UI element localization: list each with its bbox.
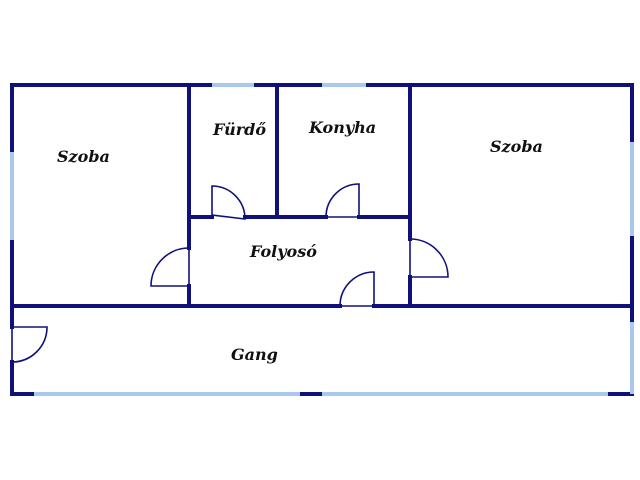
doors — [11, 183, 449, 363]
label-folyoso: Folyosó — [249, 242, 317, 261]
label-gang: Gang — [231, 345, 278, 364]
door-folyoso-gang[interactable] — [339, 271, 375, 307]
door-folyoso-left[interactable] — [150, 247, 190, 287]
door-szoba-right[interactable] — [409, 238, 449, 278]
room-labels: Szoba Fürdő Konyha Szoba Folyosó Gang — [57, 118, 543, 364]
windows — [10, 83, 634, 396]
door-gang-entry[interactable] — [11, 326, 48, 363]
label-konyha: Konyha — [308, 118, 376, 137]
door-konyha[interactable] — [325, 183, 360, 218]
label-szoba-right: Szoba — [490, 137, 543, 156]
door-furdo[interactable] — [211, 185, 246, 220]
label-szoba-left: Szoba — [57, 147, 110, 166]
label-furdo: Fürdő — [212, 120, 266, 139]
